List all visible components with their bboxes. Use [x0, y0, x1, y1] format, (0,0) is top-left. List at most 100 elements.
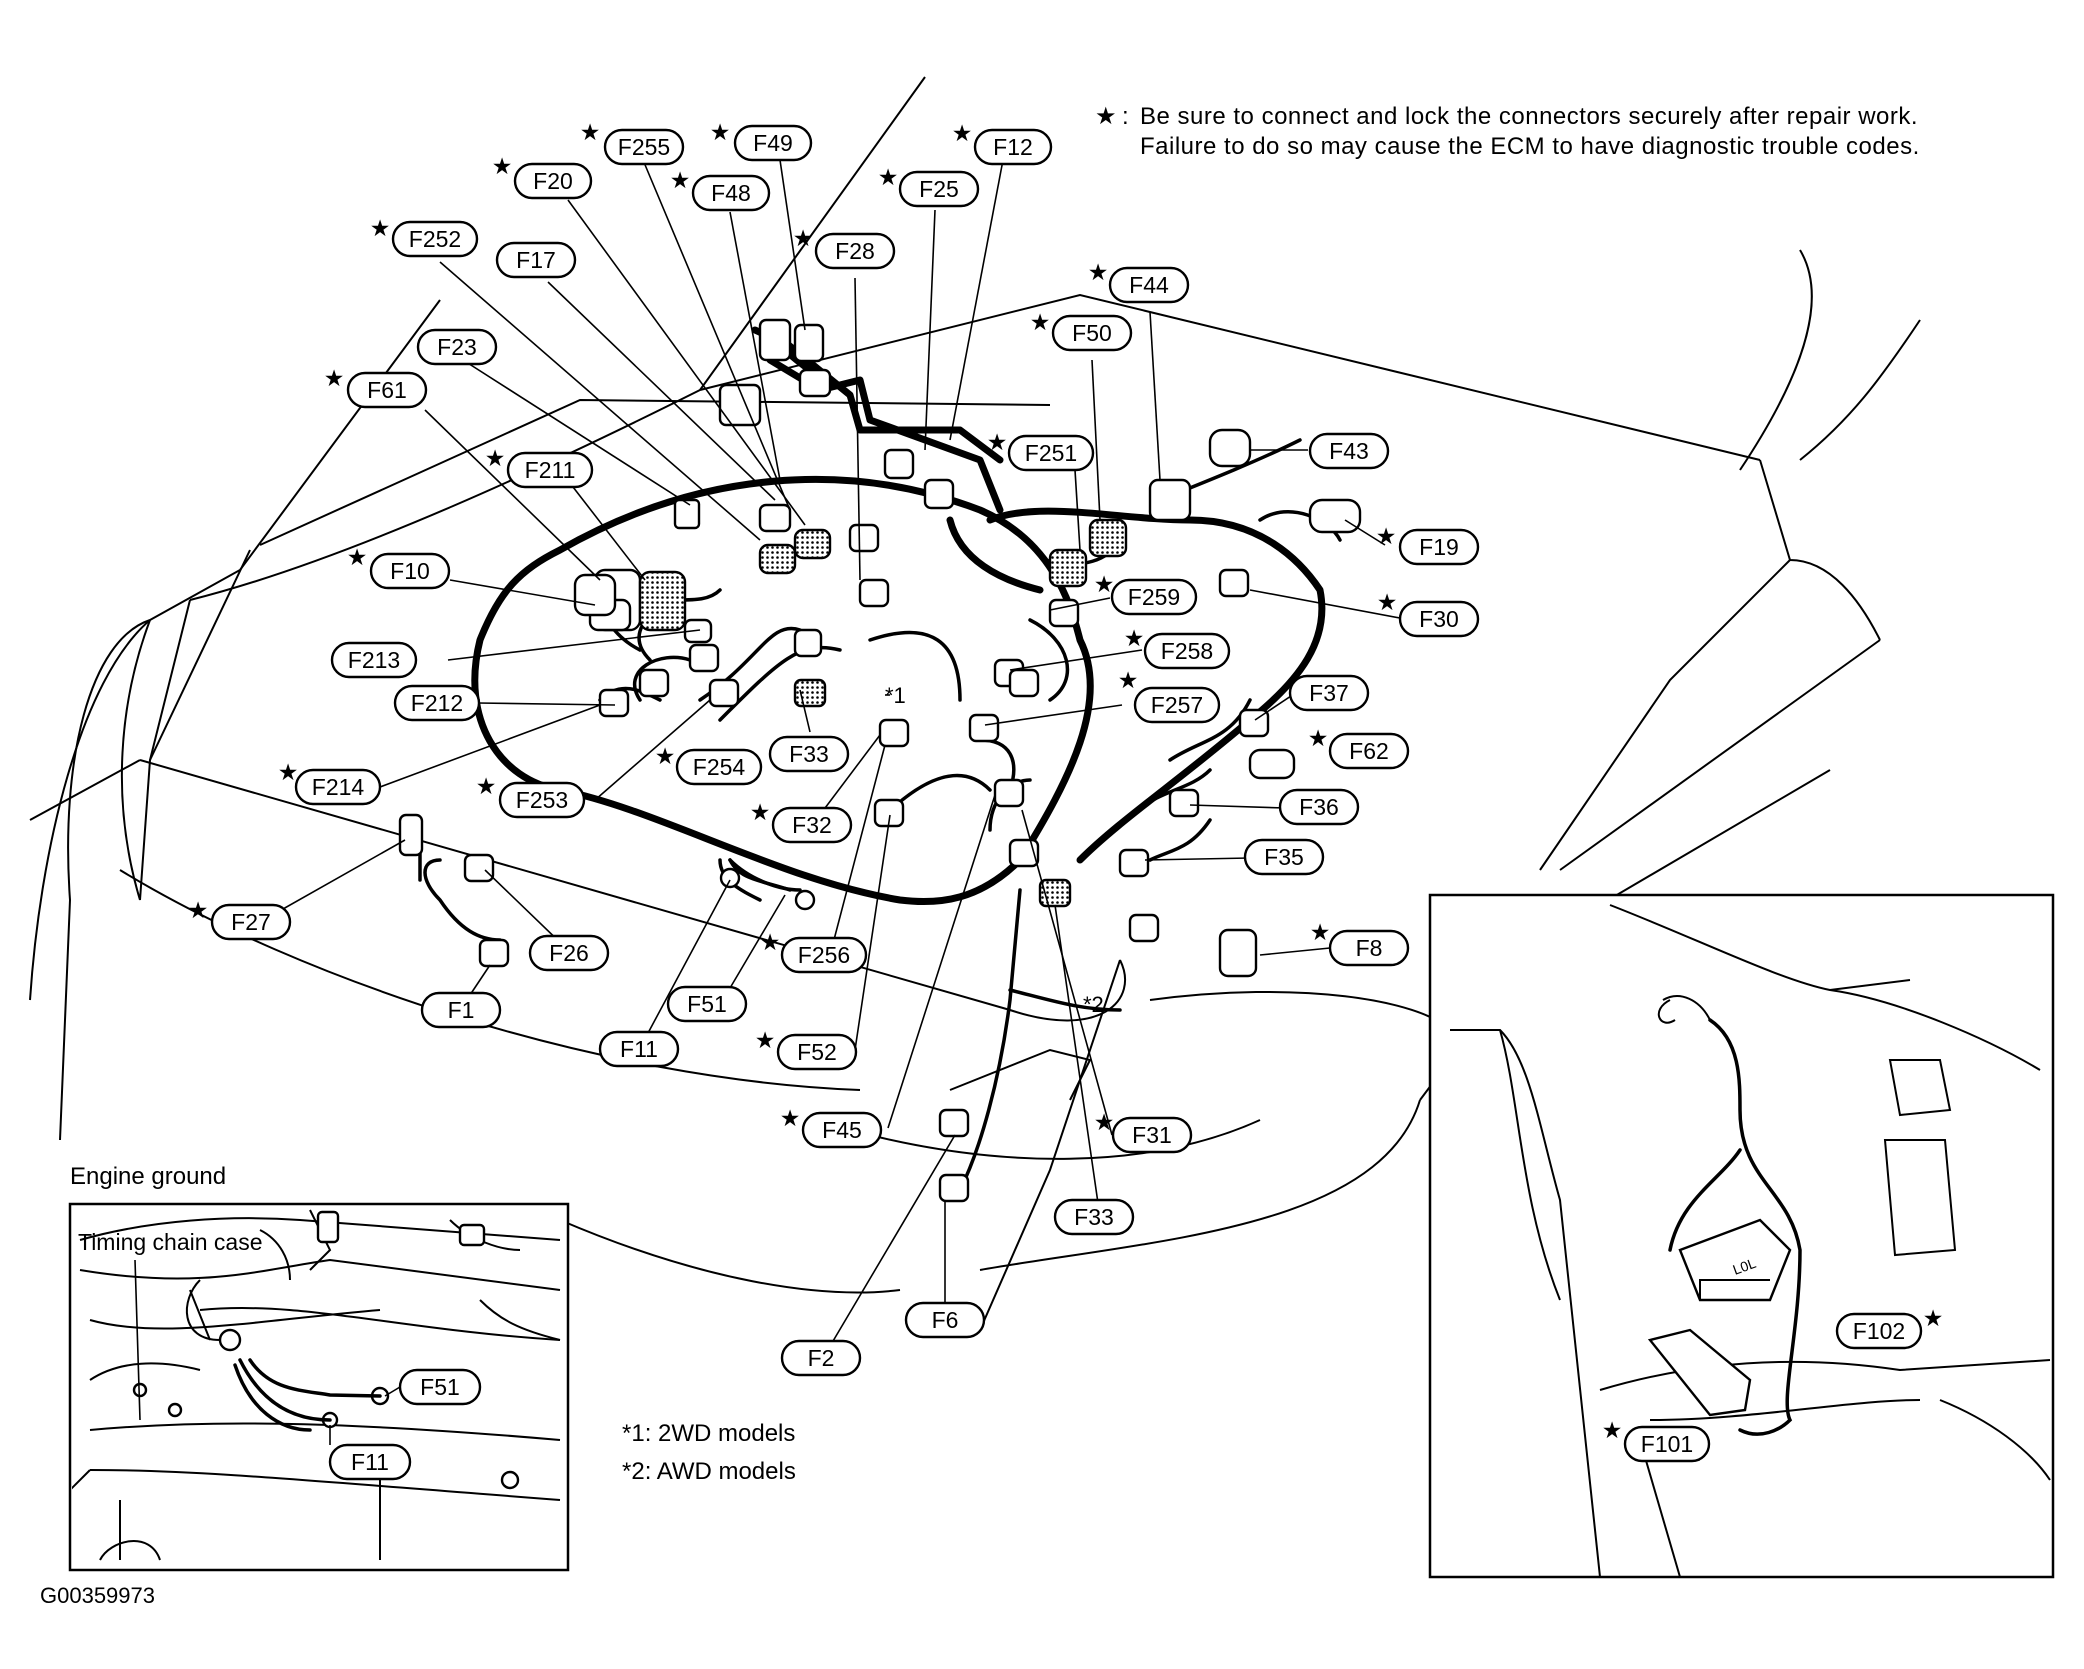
callout-f12: ★ F12	[952, 120, 1053, 166]
star-icon: ★	[1376, 523, 1397, 549]
figure-id: G00359973	[40, 1583, 155, 1608]
connector-label: F257	[1151, 692, 1203, 718]
connector-label: F12	[993, 134, 1033, 160]
star-icon: ★	[760, 929, 781, 955]
star-icon: ★	[580, 119, 601, 145]
note-line-2: Failure to do so may cause the ECM to ha…	[1140, 133, 1920, 160]
callout-f36: F36	[1278, 788, 1360, 826]
callout-f26: F26	[528, 934, 610, 972]
connector-label: F211	[525, 457, 576, 483]
callout-f1: F1	[420, 991, 502, 1029]
engine-ground-inset: Timing chain case F51 F11	[68, 1202, 570, 1572]
star-icon: ★	[324, 365, 345, 391]
connector-label: F26	[549, 940, 589, 966]
inset-callout-f51: F51	[398, 1368, 482, 1406]
star-icon: ★	[188, 897, 209, 923]
callout-f258: ★ F258	[1124, 625, 1231, 670]
note-line-1: Be sure to connect and lock the connecto…	[1140, 103, 1918, 130]
callout-f11: F11	[598, 1030, 680, 1068]
star-icon: ★	[476, 773, 497, 799]
connector-label: F11	[351, 1449, 389, 1475]
footnotes: *1: 2WD models *2: AWD models	[622, 1420, 796, 1485]
callout-f33-bottom: F33	[1053, 1198, 1135, 1236]
connector-label: F6	[932, 1307, 959, 1333]
connector-label: F48	[711, 180, 751, 206]
star-icon: ★	[878, 164, 899, 190]
callout-f25: ★ F25	[878, 164, 980, 208]
star-icon: ★	[780, 1105, 801, 1131]
ecm-inset: L0L F102 ★ ★ F101	[1428, 893, 2055, 1579]
callout-f102: F102 ★	[1835, 1305, 1944, 1350]
callout-f62: ★ F62	[1308, 725, 1410, 770]
star-icon: ★	[952, 120, 973, 146]
connector-label: F252	[409, 226, 461, 252]
callout-f252: ★ F252	[370, 215, 479, 258]
callout-f51: F51	[666, 985, 748, 1023]
footnote-marker-1: *1	[885, 683, 906, 708]
callout-f212: F212	[393, 684, 481, 722]
callout-f255: ★ F255	[580, 119, 685, 166]
callout-f10: ★ F10	[347, 544, 451, 590]
callout-f19: ★ F19	[1376, 523, 1480, 566]
callout-f30: ★ F30	[1377, 589, 1480, 638]
connector-label: F31	[1132, 1122, 1172, 1148]
star-icon: ★	[750, 799, 771, 825]
callout-f8: ★ F8	[1310, 919, 1410, 967]
callout-f32: ★ F32	[750, 799, 853, 844]
connector-label: F61	[367, 377, 407, 403]
callout-f48: ★ F48	[670, 167, 771, 212]
connector-label: F50	[1072, 320, 1112, 346]
callout-f37: F37	[1288, 674, 1370, 712]
callout-f20: ★ F20	[492, 153, 593, 200]
connector-label: F11	[620, 1036, 658, 1062]
connector-label: F28	[835, 238, 875, 264]
star-icon: ★	[793, 225, 814, 251]
callout-f251: ★ F251	[987, 429, 1095, 472]
callout-f6: F6	[904, 1301, 986, 1339]
connector-label: F214	[312, 774, 365, 800]
inset-callout-f11: F11	[328, 1443, 412, 1481]
callout-f211: ★ F211	[485, 445, 594, 489]
star-icon: ★	[655, 743, 676, 769]
callout-f61: ★ F61	[324, 365, 428, 409]
callout-f43: F43	[1308, 432, 1390, 470]
star-icon: ★	[347, 544, 368, 570]
callout-f2: F2	[780, 1339, 862, 1377]
connector-label: F43	[1329, 438, 1369, 464]
callout-f253: ★ F253	[476, 773, 586, 819]
connector-label: F51	[420, 1374, 460, 1400]
connector-label: F44	[1129, 272, 1169, 298]
footnote-marker-2: *2	[1083, 992, 1104, 1017]
callout-f50: ★ F50	[1030, 309, 1133, 352]
connector-label: F19	[1419, 534, 1459, 560]
connector-label: F36	[1299, 794, 1339, 820]
connector-label: F27	[231, 909, 271, 935]
connector-label: F23	[437, 334, 477, 360]
footnote-2wd: *1: 2WD models	[622, 1420, 795, 1447]
connector-label: F20	[533, 168, 573, 194]
connector-label: F255	[618, 134, 670, 160]
callout-f45: ★ F45	[780, 1105, 883, 1149]
callout-f23: F23	[416, 328, 498, 366]
star-icon: ★	[1094, 1109, 1115, 1135]
star-icon: ★	[1923, 1305, 1944, 1331]
callout-f27: ★ F27	[188, 897, 292, 941]
callout-f31: ★ F31	[1094, 1109, 1193, 1154]
connector-bodies	[398, 318, 1362, 1203]
connector-label: F45	[822, 1117, 862, 1143]
star-icon: ★	[1308, 725, 1329, 751]
callout-f256: ★ F256	[760, 929, 868, 974]
footnote-awd: *2: AWD models	[622, 1458, 796, 1485]
connector-label: F35	[1264, 844, 1304, 870]
connector-label: F33	[1074, 1204, 1114, 1230]
connector-label: F25	[919, 176, 959, 202]
callout-f259: ★ F259	[1094, 571, 1198, 616]
connector-label: F1	[448, 997, 475, 1023]
connector-label: F33	[789, 741, 829, 767]
star-icon: ★	[1118, 667, 1139, 693]
note-star-icon: ★	[1095, 103, 1117, 130]
connector-label: F259	[1128, 584, 1180, 610]
connector-label: F52	[797, 1039, 837, 1065]
connector-label: F212	[411, 690, 463, 716]
inset-engine-title: Engine ground	[70, 1163, 226, 1190]
